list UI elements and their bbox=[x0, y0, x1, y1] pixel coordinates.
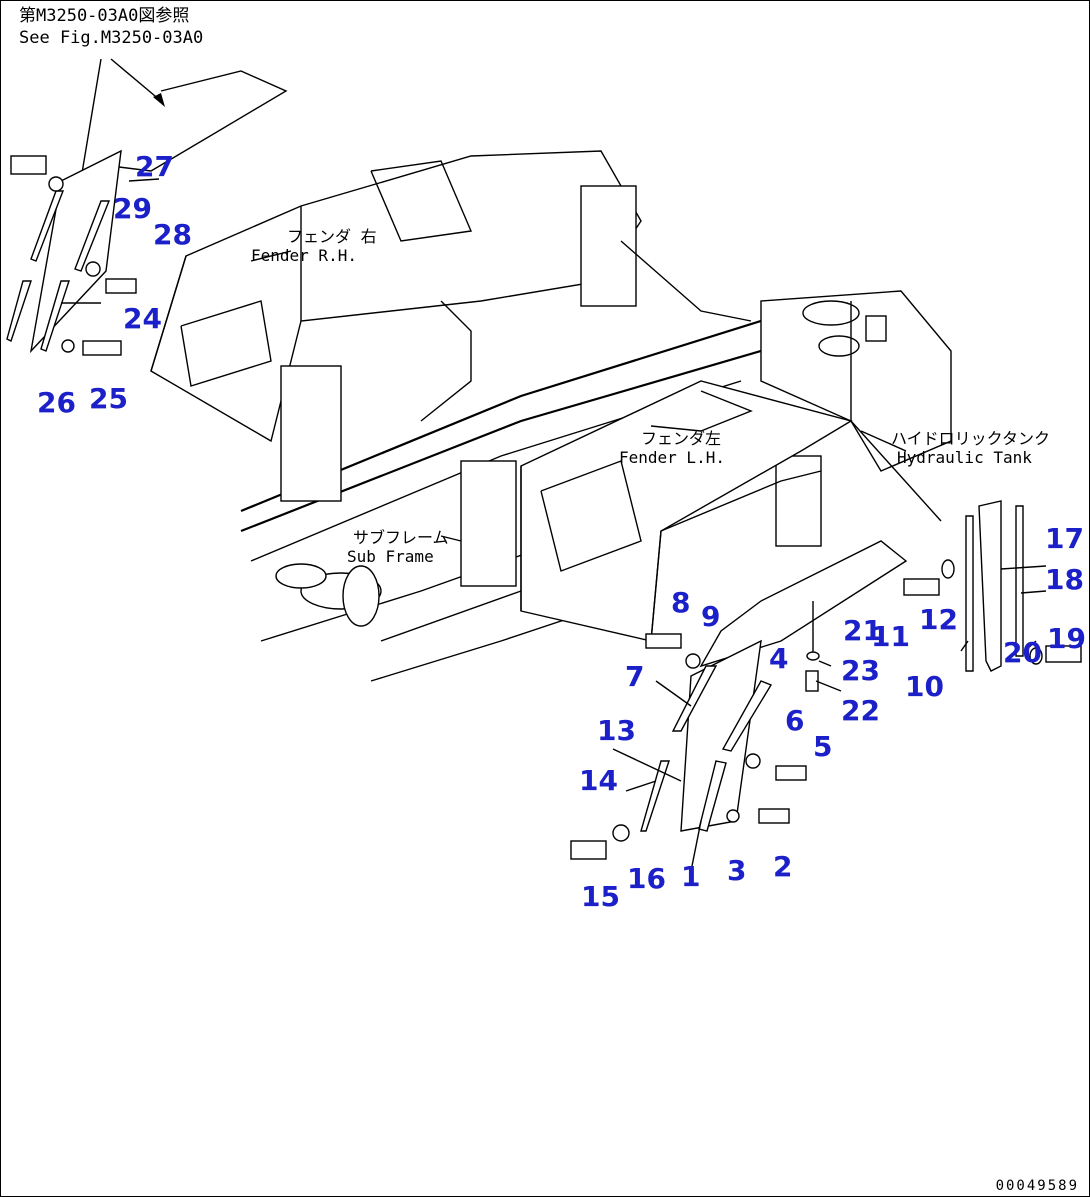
callout-19[interactable]: 19 bbox=[1047, 622, 1086, 655]
callout-18[interactable]: 18 bbox=[1045, 563, 1084, 596]
callout-22[interactable]: 22 bbox=[841, 694, 880, 727]
figure-reference-en: See Fig.M3250-03A0 bbox=[19, 28, 204, 48]
mud-guard-rh-parts bbox=[6, 149, 137, 356]
callout-21[interactable]: 21 bbox=[843, 614, 882, 647]
callout-25[interactable]: 25 bbox=[89, 382, 128, 415]
sub-frame-label: サブフレーム Sub Frame bbox=[347, 528, 449, 566]
callout-28[interactable]: 28 bbox=[153, 218, 192, 251]
fender-rh-label: フェンダ 右 Fender R.H. bbox=[251, 227, 377, 265]
callout-10[interactable]: 10 bbox=[905, 670, 944, 703]
callout-14[interactable]: 14 bbox=[579, 764, 618, 797]
callout-29[interactable]: 29 bbox=[113, 192, 152, 225]
callout-12[interactable]: 12 bbox=[919, 603, 958, 636]
hydraulic-tank-label: ハイドロリックタンク Hydraulic Tank bbox=[891, 429, 1051, 467]
strip-parts-rh-side bbox=[903, 500, 1082, 672]
hydraulic-tank-shape bbox=[760, 290, 952, 522]
drawing-number: 00049589 bbox=[995, 1178, 1079, 1194]
fender-rh-shape bbox=[110, 70, 642, 443]
callout-17[interactable]: 17 bbox=[1045, 522, 1084, 555]
callout-24[interactable]: 24 bbox=[123, 302, 162, 335]
callout-11[interactable]: 11 bbox=[871, 620, 910, 653]
callout-27[interactable]: 27 bbox=[135, 150, 174, 183]
mud-guard-lh-parts bbox=[570, 540, 908, 860]
callout-4[interactable]: 4 bbox=[769, 642, 789, 675]
figure-reference[interactable]: 第M3250-03A0図参照 See Fig.M3250-03A0 bbox=[19, 5, 203, 49]
frame-shape bbox=[240, 185, 862, 682]
callout-2[interactable]: 2 bbox=[773, 850, 793, 883]
fender-lh-shape bbox=[520, 380, 853, 642]
callout-13[interactable]: 13 bbox=[597, 714, 636, 747]
callout-9[interactable]: 9 bbox=[701, 600, 721, 633]
callout-5[interactable]: 5 bbox=[813, 730, 833, 763]
callout-20[interactable]: 20 bbox=[1003, 636, 1042, 669]
callout-23[interactable]: 23 bbox=[841, 654, 880, 687]
callout-16[interactable]: 16 bbox=[627, 862, 666, 895]
callout-6[interactable]: 6 bbox=[785, 704, 805, 737]
fender-lh-label: フェンダ左 Fender L.H. bbox=[619, 429, 725, 467]
figure-reference-jp: 第M3250-03A0図参照 bbox=[19, 6, 190, 26]
callout-15[interactable]: 15 bbox=[581, 880, 620, 913]
leader-lines bbox=[61, 178, 1047, 872]
callout-7[interactable]: 7 bbox=[625, 660, 645, 693]
callout-1[interactable]: 1 bbox=[681, 860, 701, 893]
callout-26[interactable]: 26 bbox=[37, 386, 76, 419]
callout-8[interactable]: 8 bbox=[671, 586, 691, 619]
callout-3[interactable]: 3 bbox=[727, 854, 747, 887]
